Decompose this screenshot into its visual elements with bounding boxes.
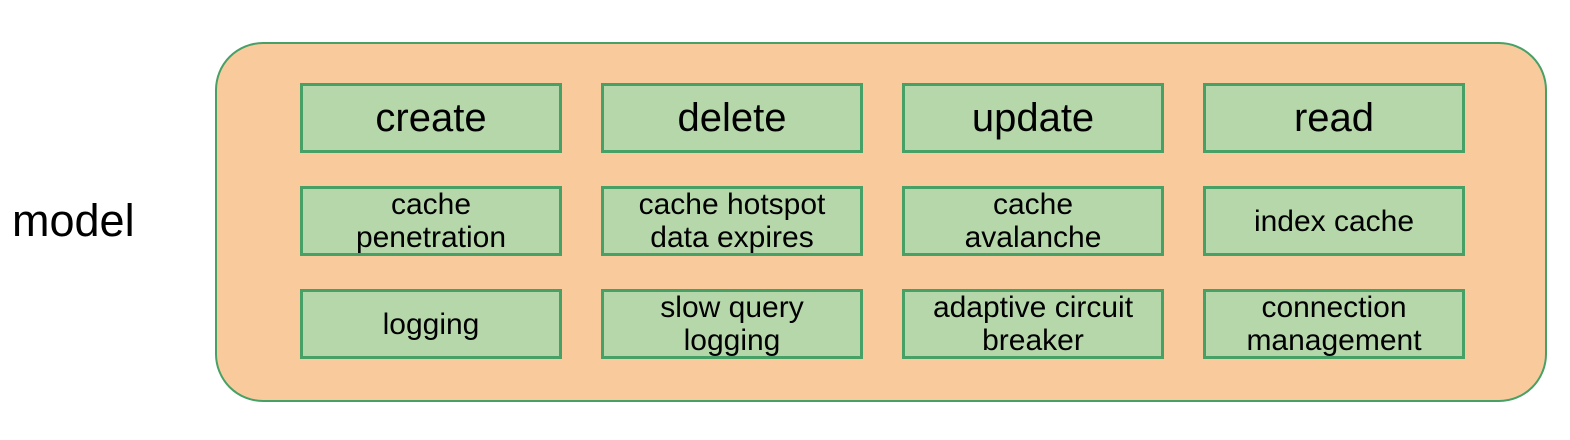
box-cache-avalanche: cache avalanche — [902, 186, 1164, 256]
box-create: create — [300, 83, 562, 153]
box-cache-hotspot-data-expires: cache hotspot data expires — [601, 186, 863, 256]
box-logging-label: logging — [382, 307, 480, 341]
box-cache-penetration-label: cache penetration — [355, 188, 507, 254]
box-read-label: read — [1293, 96, 1375, 140]
box-adaptive-circuit-breaker-label: adaptive circuit breaker — [932, 291, 1134, 357]
model-label: model — [12, 195, 135, 246]
box-adaptive-circuit-breaker: adaptive circuit breaker — [902, 289, 1164, 359]
box-connection-management: connection management — [1203, 289, 1465, 359]
box-delete: delete — [601, 83, 863, 153]
box-create-label: create — [375, 96, 487, 140]
box-cache-penetration: cache penetration — [300, 186, 562, 256]
box-connection-management-label: connection management — [1246, 291, 1422, 357]
box-delete-label: delete — [677, 96, 787, 140]
box-slow-query-logging-label: slow query logging — [660, 291, 804, 357]
box-slow-query-logging: slow query logging — [601, 289, 863, 359]
operation-grid: create delete update read cache penetrat… — [300, 83, 1465, 359]
box-index-cache: index cache — [1203, 186, 1465, 256]
box-index-cache-label: index cache — [1253, 204, 1415, 238]
model-container: create delete update read cache penetrat… — [215, 42, 1547, 402]
box-logging: logging — [300, 289, 562, 359]
box-update: update — [902, 83, 1164, 153]
box-update-label: update — [971, 96, 1095, 140]
box-cache-hotspot-data-expires-label: cache hotspot data expires — [638, 188, 826, 254]
box-read: read — [1203, 83, 1465, 153]
box-cache-avalanche-label: cache avalanche — [964, 188, 1102, 254]
